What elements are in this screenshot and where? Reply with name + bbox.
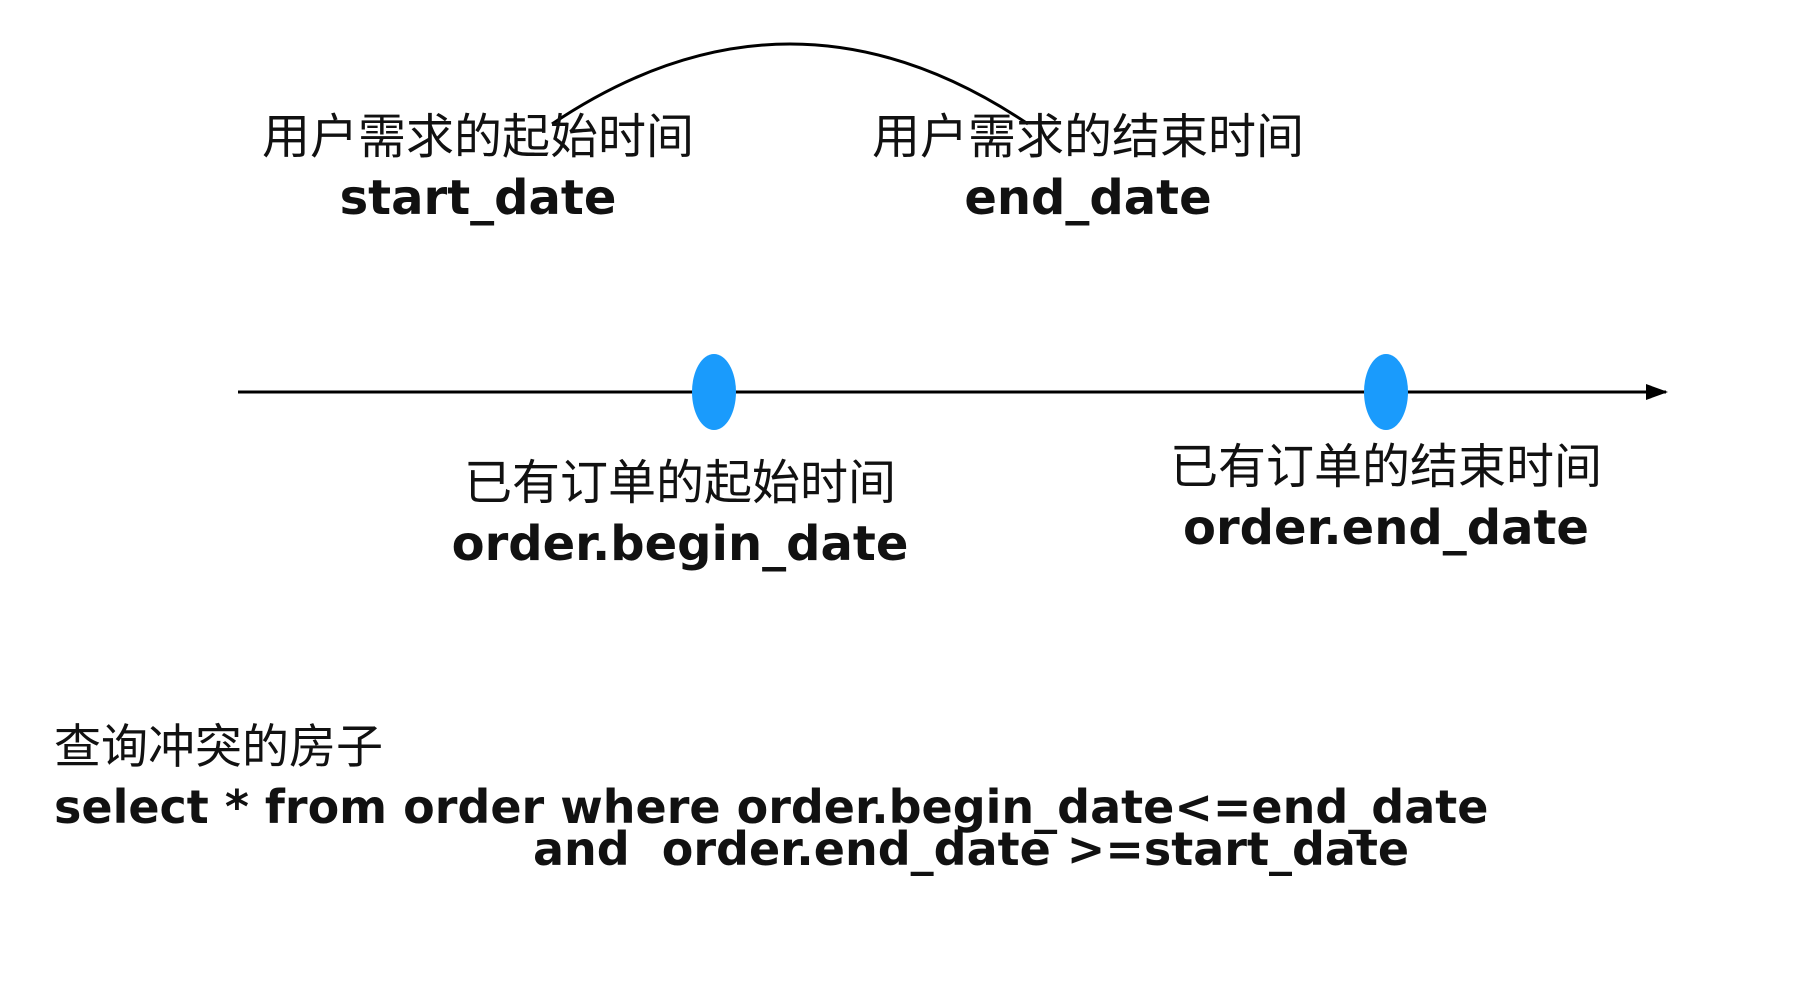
query-line-2: and order.end_date >=start_date	[533, 822, 1410, 876]
user-start-label: 用户需求的起始时间 start_date	[228, 108, 728, 230]
user-range-arc	[551, 42, 1029, 126]
order-begin-marker	[692, 354, 736, 430]
user-end-label: 用户需求的结束时间 end_date	[838, 108, 1338, 230]
user-end-label-en: end_date	[964, 170, 1212, 226]
order-end-label: 已有订单的结束时间 order.end_date	[1136, 438, 1636, 560]
user-start-label-en: start_date	[339, 170, 617, 226]
order-end-marker	[1364, 354, 1408, 430]
order-end-label-cn: 已有订单的结束时间	[1169, 439, 1602, 495]
user-start-label-cn: 用户需求的起始时间	[261, 109, 694, 165]
order-begin-label-cn: 已有订单的起始时间	[463, 455, 896, 511]
query-title: 查询冲突的房子	[54, 720, 383, 775]
user-end-label-cn: 用户需求的结束时间	[871, 109, 1304, 165]
order-begin-label-en: order.begin_date	[451, 516, 909, 572]
conflict-query-block: 查询冲突的房子 select * from order where order.…	[54, 718, 1488, 836]
order-begin-label: 已有订单的起始时间 order.begin_date	[430, 454, 930, 576]
order-end-label-en: order.end_date	[1183, 500, 1589, 556]
query-line-1: select * from order where order.begin_da…	[54, 780, 1489, 834]
